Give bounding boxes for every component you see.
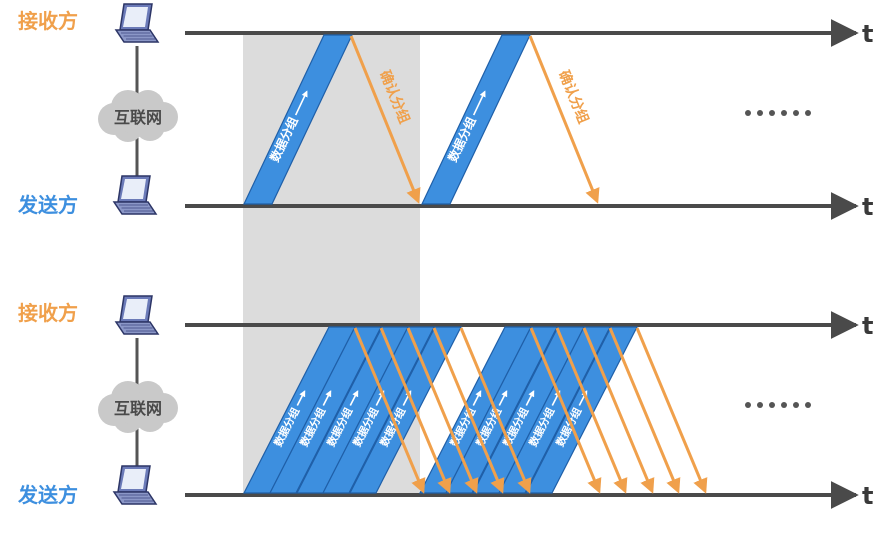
arrow-icon: [525, 390, 535, 406]
laptop-icon: [114, 295, 160, 335]
arrow-icon: [294, 90, 308, 116]
laptop-icon: [112, 175, 158, 215]
ack-packet-2: 确认分组: [528, 35, 600, 204]
laptop-icon: [114, 3, 160, 43]
time-label-3: t: [862, 312, 873, 340]
ack-packet-pipe-4: [432, 327, 505, 494]
ack-packet-pipe-2: [379, 327, 452, 494]
ack-packet-label: 确认分组: [555, 68, 592, 126]
laptop-icon: [112, 465, 158, 505]
receiver-label-top: 接收方: [18, 9, 78, 33]
ack-packet-pipe-7: [555, 327, 628, 494]
arrow-icon: [498, 390, 508, 406]
receiver-label-bottom: 接收方: [18, 301, 78, 325]
arrow-icon: [472, 390, 482, 406]
ack-packet-pipe-5: [459, 327, 532, 494]
arrow-icon: [296, 390, 306, 406]
ack-packet-pipe-3: [406, 327, 479, 494]
data-packet-1: 数据分组: [243, 34, 353, 205]
cloud-icon: 互联网: [98, 381, 178, 433]
continuation-dots-bottom: [745, 402, 811, 408]
internet-label: 互联网: [114, 108, 162, 127]
ack-packet-pipe-8: [582, 327, 655, 494]
data-packet-2: 数据分组: [421, 34, 531, 205]
ack-packet-pipe-10: [635, 327, 708, 494]
time-label-4: t: [862, 482, 873, 510]
pipelined-scenario: 数据分组数据分组数据分组数据分组数据分组数据分组数据分组数据分组数据分组数据分组: [185, 311, 859, 509]
cloud-icon: 互联网: [98, 90, 178, 142]
ack-packet-pipe-9: [608, 327, 681, 494]
time-label-1: t: [862, 20, 873, 48]
arrow-icon: [322, 390, 332, 406]
time-label-2: t: [862, 193, 873, 221]
ack-packet-pipe-6: [529, 327, 602, 494]
arrow-icon: [349, 390, 359, 406]
internet-label: 互联网: [114, 399, 162, 418]
ack-packet-pipe-1: [353, 327, 426, 494]
arrow-icon: [472, 90, 486, 116]
sender-label-top: 发送方: [17, 193, 78, 217]
sender-label-bottom: 发送方: [17, 483, 78, 507]
continuation-dots-top: [745, 110, 811, 116]
